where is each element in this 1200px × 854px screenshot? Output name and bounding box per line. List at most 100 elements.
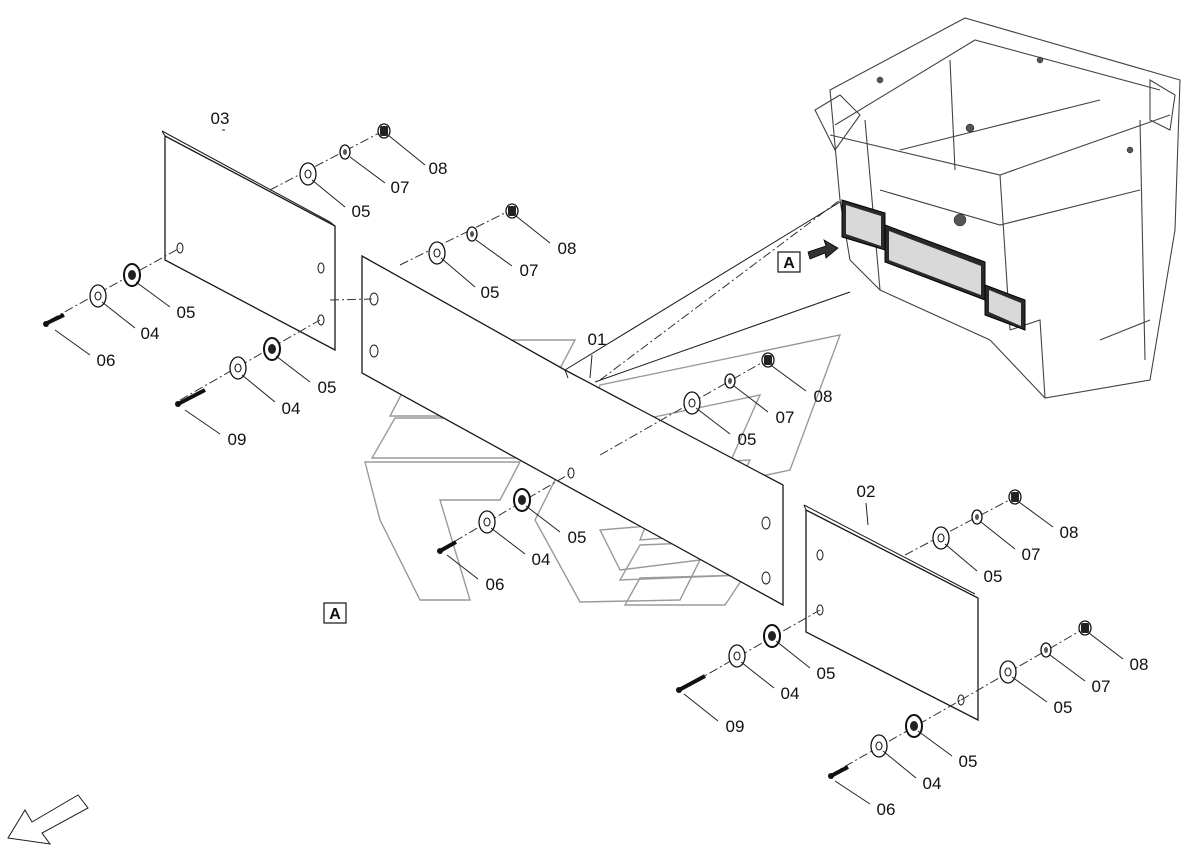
leader-line — [349, 156, 386, 184]
leader-line — [440, 257, 476, 288]
detail-leaders — [564, 201, 851, 383]
cab-frame-illustration — [814, 17, 1181, 399]
leader-line — [683, 693, 719, 722]
washer-04 — [229, 356, 247, 380]
washer-04 — [89, 284, 107, 308]
leader-line — [184, 409, 221, 435]
hardware-group-03-top — [299, 123, 391, 186]
callout-01: 01 — [588, 330, 606, 379]
callout-04: 04 — [241, 374, 301, 418]
callout-label: 05 — [318, 378, 337, 397]
leader-line — [490, 527, 526, 555]
callout-07: 07 — [733, 385, 795, 427]
callout-label: 05 — [481, 283, 500, 302]
washer-05 — [932, 526, 950, 550]
callout-label: 04 — [532, 550, 551, 569]
leader-line — [475, 239, 513, 267]
bolt-09 — [175, 388, 206, 407]
callout-08: 08 — [1088, 632, 1149, 674]
leader-line — [1049, 654, 1086, 682]
leader-line — [740, 661, 775, 689]
lock-washer-07 — [1040, 642, 1052, 658]
leader-line — [771, 365, 807, 392]
hardware-group-01-bottom — [437, 488, 531, 554]
view-marker-main: A — [323, 602, 347, 624]
callout-label: 08 — [1060, 523, 1079, 542]
callout-label: 02 — [857, 482, 876, 501]
leader-line — [980, 521, 1016, 550]
panel-02 — [803, 504, 979, 722]
callout-07: 07 — [980, 521, 1040, 564]
bolt-06 — [43, 313, 65, 327]
leader-line — [525, 505, 561, 533]
callout-06: 06 — [54, 329, 116, 370]
washer-05 — [428, 241, 446, 265]
callout-label: 09 — [228, 430, 247, 449]
callout-label: 04 — [141, 324, 160, 343]
washer-05 — [299, 162, 317, 186]
nut-08 — [1008, 489, 1022, 505]
callout-label: 06 — [97, 351, 116, 370]
callout-07: 07 — [475, 239, 539, 280]
callout-05: 05 — [917, 730, 978, 771]
bolt-06 — [828, 765, 849, 779]
callout-label: 08 — [1130, 655, 1149, 674]
callout-label: 05 — [738, 430, 757, 449]
callout-07: 07 — [1049, 654, 1110, 696]
callout-09: 09 — [683, 693, 744, 736]
washer-05 — [263, 337, 281, 361]
leader-line — [944, 543, 978, 572]
nut-08 — [761, 352, 775, 368]
callout-label: 05 — [177, 303, 196, 322]
leader-line — [54, 329, 91, 356]
callout-05: 05 — [775, 640, 836, 683]
callout-05: 05 — [440, 257, 500, 302]
callout-label: 05 — [817, 664, 836, 683]
nut-08 — [1078, 620, 1092, 636]
callout-04: 04 — [740, 661, 799, 703]
callout-02: 02 — [857, 482, 876, 526]
callout-label: 05 — [959, 752, 978, 771]
callout-label: 04 — [923, 774, 942, 793]
leader-line — [775, 640, 811, 669]
leader-line — [101, 301, 136, 329]
callout-09: 09 — [184, 409, 247, 449]
bolt-06 — [437, 540, 457, 554]
view-marker-label: A — [329, 606, 341, 623]
leader-line — [311, 179, 346, 208]
callout-label: 04 — [282, 399, 301, 418]
washer-04 — [478, 510, 496, 534]
leader-line — [1018, 501, 1054, 528]
lock-washer-07 — [724, 373, 736, 389]
lock-washer-07 — [971, 509, 983, 525]
callout-label: 07 — [776, 408, 795, 427]
leader-line — [515, 215, 551, 244]
callout-05: 05 — [944, 543, 1003, 586]
callout-label: 03 — [211, 109, 230, 128]
callout-label: 07 — [520, 261, 539, 280]
leader-line — [695, 407, 731, 435]
leader-line — [446, 554, 479, 580]
callout-05: 05 — [311, 179, 371, 221]
leader-line — [241, 374, 276, 403]
callout-05: 05 — [525, 505, 586, 547]
callout-05: 05 — [135, 281, 196, 322]
callout-08: 08 — [771, 365, 832, 406]
leader-line — [917, 730, 953, 757]
callout-label: 05 — [352, 202, 371, 221]
washer-04 — [870, 734, 888, 758]
orientation-arrow-icon — [7, 794, 89, 845]
leader-line — [387, 134, 426, 166]
view-direction-arrow — [807, 239, 839, 260]
callout-06: 06 — [446, 554, 504, 594]
callout-label: 06 — [877, 800, 896, 819]
callout-04: 04 — [490, 527, 551, 569]
callout-07: 07 — [349, 156, 409, 197]
callout-05: 05 — [1011, 676, 1073, 717]
washer-05 — [513, 488, 531, 512]
washer-05 — [999, 660, 1017, 684]
callout-label: 05 — [984, 567, 1003, 586]
callout-06: 06 — [834, 780, 896, 819]
callout-label: 05 — [1054, 698, 1073, 717]
